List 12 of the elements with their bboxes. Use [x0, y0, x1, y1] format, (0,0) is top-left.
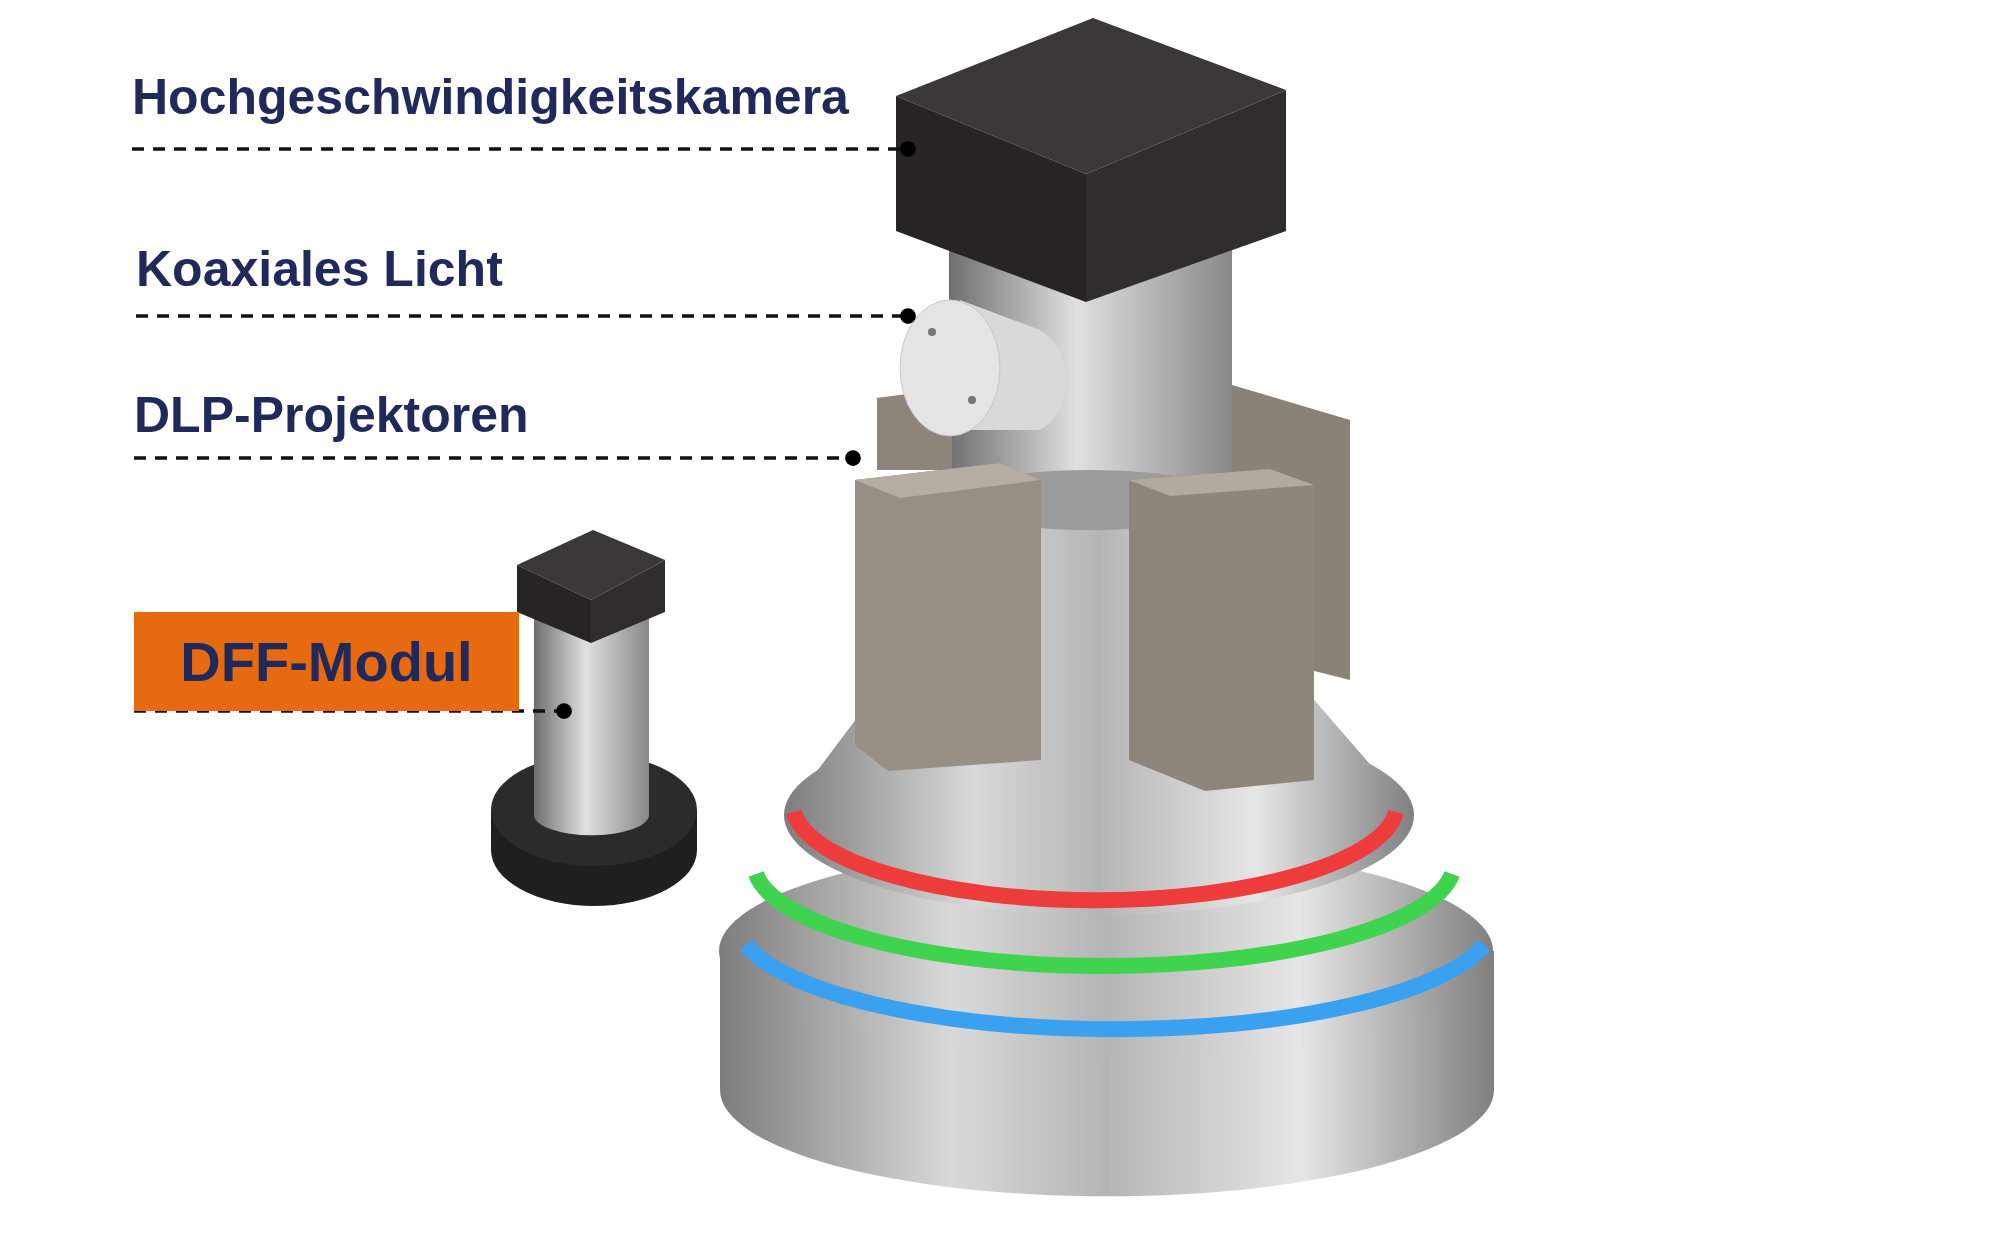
- label-tag: [134, 612, 519, 711]
- camera-drawing: [896, 18, 1286, 302]
- dff-module-drawing: [491, 530, 697, 906]
- leader-line: [132, 141, 916, 157]
- leader-line: [134, 703, 572, 719]
- part-label: DLP-Projektoren: [134, 390, 530, 440]
- projector-drawing: [855, 385, 1350, 791]
- part-label: DFF-Modul: [180, 633, 473, 690]
- part-label: Hochgeschwindigkeitskamera: [132, 72, 850, 122]
- leader-line: [134, 450, 861, 466]
- part-label: Koaxiales Licht: [136, 244, 504, 294]
- leader-line: [136, 308, 916, 324]
